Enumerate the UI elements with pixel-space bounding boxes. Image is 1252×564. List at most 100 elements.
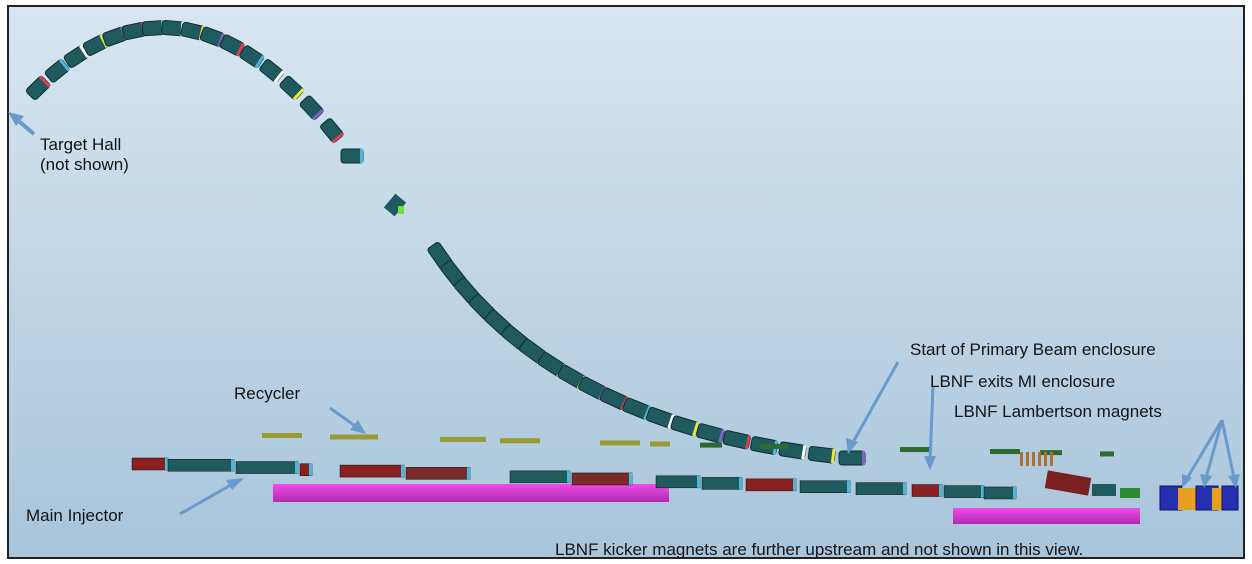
arc-magnet-end bbox=[79, 44, 90, 59]
main-injector-magnet-joint bbox=[629, 472, 632, 485]
lambertson-arrows bbox=[1182, 419, 1240, 488]
arc-magnet bbox=[299, 95, 325, 121]
main-injector-magnet bbox=[701, 477, 743, 490]
arc-magnet bbox=[320, 118, 345, 144]
descent-magnet bbox=[645, 406, 675, 429]
main-injector-magnet-joint bbox=[567, 470, 570, 483]
main-injector-magnet-joint bbox=[793, 478, 796, 491]
target-hall-label-line2: (not shown) bbox=[40, 155, 129, 174]
target-hall-label: Target Hall (not shown) bbox=[40, 135, 129, 175]
isolated-magnet-segments bbox=[383, 193, 407, 217]
descent-magnet-body bbox=[670, 415, 699, 437]
primary-beamline-curve bbox=[25, 20, 866, 466]
main-injector-magnet-joint bbox=[981, 485, 984, 498]
recycler-segment bbox=[330, 434, 378, 440]
arc-magnet bbox=[44, 58, 70, 83]
main-injector-magnet bbox=[911, 484, 943, 497]
descent-magnet bbox=[722, 430, 751, 450]
arc-magnet bbox=[259, 59, 285, 84]
arc-magnet bbox=[239, 45, 265, 69]
descent-magnet bbox=[696, 423, 725, 444]
recycler-segment bbox=[760, 443, 788, 449]
primary-beam-arrow bbox=[846, 361, 900, 454]
recycler-segment bbox=[990, 449, 1020, 455]
bellows-segment bbox=[1032, 452, 1035, 466]
main-injector-magnet-joint bbox=[401, 465, 404, 478]
bellows-segment bbox=[1038, 452, 1041, 466]
main-injector-slab bbox=[273, 484, 669, 502]
main-injector-magnet bbox=[799, 480, 851, 493]
descent-magnet-end bbox=[744, 435, 751, 450]
recycler-segment bbox=[440, 436, 486, 442]
main-injector-magnet-joint bbox=[697, 475, 700, 488]
arc-magnet-end bbox=[235, 42, 245, 57]
main-injector-magnet-joint bbox=[739, 477, 742, 490]
main-injector-label: Main Injector bbox=[26, 506, 124, 525]
main-injector-magnet-joint bbox=[467, 467, 470, 480]
descent-magnet-end bbox=[718, 428, 725, 444]
arc-magnet bbox=[25, 75, 51, 100]
bellows-segment bbox=[1050, 452, 1053, 466]
recycler-ring-line bbox=[262, 433, 1114, 466]
lbnf-lambertson-label: LBNF Lambertson magnets bbox=[954, 402, 1162, 421]
bellows-segment bbox=[1026, 452, 1029, 466]
main-injector-line bbox=[131, 457, 1140, 500]
lbnf-exits-mi-label: LBNF exits MI enclosure bbox=[930, 372, 1116, 391]
descent-magnet-end bbox=[692, 422, 700, 437]
main-injector-magnet bbox=[131, 457, 169, 471]
main-injector-magnet bbox=[339, 464, 405, 478]
arc-magnet-end bbox=[331, 132, 345, 144]
main-injector-magnet bbox=[943, 485, 985, 498]
target-hall-arrow bbox=[8, 112, 36, 136]
lbnf-quad-magnet bbox=[1092, 484, 1116, 496]
main-injector-magnet bbox=[983, 486, 1017, 500]
bellows-segment bbox=[1020, 452, 1023, 466]
arc-magnet bbox=[340, 148, 364, 164]
arc-magnet-end bbox=[58, 58, 70, 72]
recycler-arrow bbox=[329, 406, 366, 434]
main-injector-magnet-joint bbox=[309, 463, 312, 476]
main-injector-magnet bbox=[855, 482, 907, 495]
arc-magnet bbox=[279, 75, 305, 101]
start-primary-beam-label: Start of Primary Beam enclosure bbox=[910, 340, 1156, 359]
footnote-text: LBNF kicker magnets are further upstream… bbox=[555, 540, 1084, 559]
main-injector-magnet-joint bbox=[903, 482, 906, 495]
arc-magnet bbox=[219, 34, 245, 57]
arc-magnet-end bbox=[360, 149, 363, 163]
main-injector-magnet-joint bbox=[1013, 486, 1016, 499]
descent-magnet-end bbox=[801, 445, 807, 460]
descent-magnet-body bbox=[722, 430, 751, 450]
main-injector-magnet bbox=[405, 467, 471, 480]
main-injector-magnet-joint bbox=[939, 484, 942, 497]
arc-magnet-body bbox=[219, 34, 245, 56]
recycler-segment bbox=[650, 441, 670, 447]
descent-magnet-end bbox=[667, 414, 675, 429]
main-injector-magnet bbox=[745, 478, 797, 492]
descent-magnet-body bbox=[838, 450, 866, 466]
main-injector-magnet-joint bbox=[847, 480, 850, 493]
lbnf-bend-magnet bbox=[1044, 470, 1092, 496]
arc-magnet-end bbox=[292, 88, 305, 101]
main-injector-magnet bbox=[235, 461, 299, 474]
descent-magnet bbox=[670, 415, 700, 437]
main-injector-magnet bbox=[167, 458, 235, 472]
arc-magnet-body bbox=[340, 148, 364, 164]
descent-magnet bbox=[838, 450, 866, 466]
lbnf-slab bbox=[953, 508, 1140, 524]
descent-magnet-end bbox=[862, 451, 865, 465]
descent-magnet bbox=[807, 445, 836, 464]
recycler-segment bbox=[1100, 451, 1114, 457]
recycler-label: Recycler bbox=[234, 384, 301, 403]
main-injector-magnet-joint bbox=[231, 459, 234, 472]
main-injector-arrow bbox=[179, 478, 244, 516]
arc-magnet-end bbox=[273, 70, 285, 84]
lbnf-exits-arrow bbox=[924, 385, 936, 470]
main-injector-magnet-joint bbox=[295, 461, 298, 474]
main-injector-magnet bbox=[655, 475, 701, 489]
recycler-segment bbox=[600, 440, 640, 446]
target-hall-label-line1: Target Hall bbox=[40, 135, 122, 154]
bellows-segment bbox=[1044, 452, 1047, 466]
descent-magnet-body bbox=[807, 445, 836, 464]
lbnf-small-magnet bbox=[1120, 488, 1140, 498]
